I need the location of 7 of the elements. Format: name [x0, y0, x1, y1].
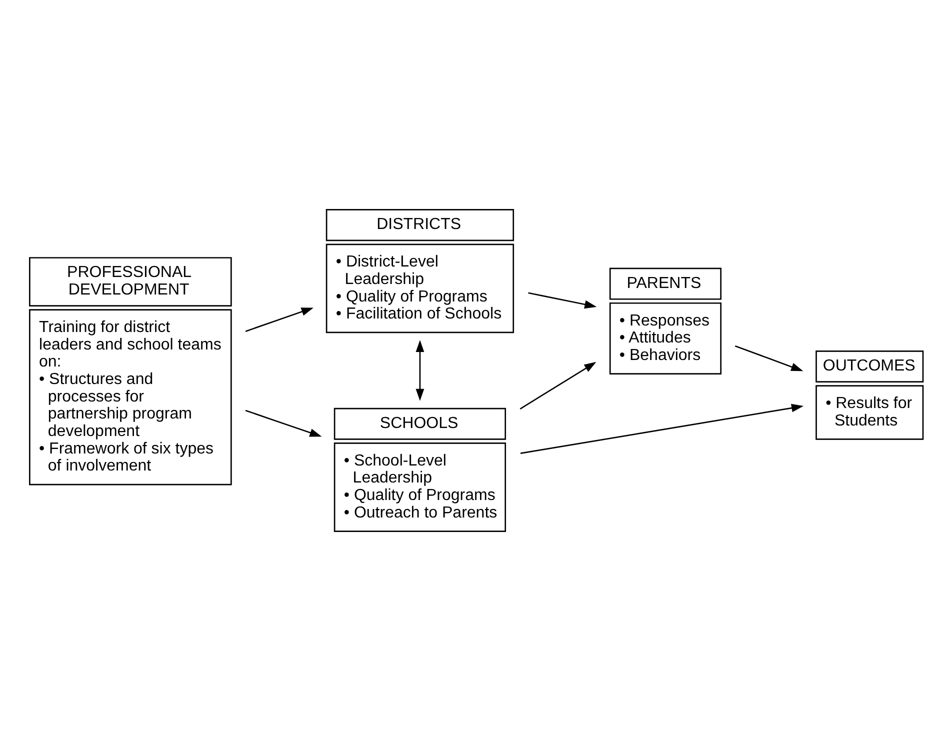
arrow — [520, 403, 804, 454]
arrow — [244, 409, 322, 436]
arrow — [519, 361, 596, 409]
arrow — [415, 339, 424, 400]
arrow — [734, 344, 803, 371]
arrow — [244, 307, 313, 332]
arrow — [528, 292, 596, 308]
